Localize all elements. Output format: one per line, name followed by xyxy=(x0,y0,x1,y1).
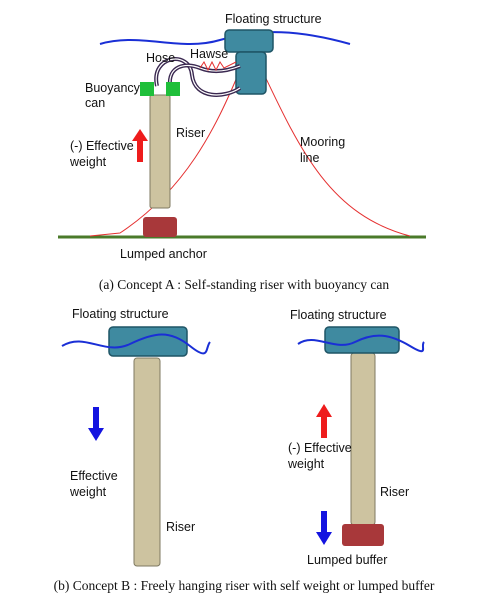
lumped-anchor xyxy=(143,217,177,237)
effective-weight-up-arrow-a xyxy=(132,129,148,162)
riser-label-b-right: Riser xyxy=(380,485,409,499)
floating-structure-b-left xyxy=(108,326,188,357)
effective-weight-label-a-line1: (-) Effective xyxy=(70,139,134,153)
effective-weight-label-b-right-line2: weight xyxy=(287,457,325,471)
floating-structure-label-b-right: Floating structure xyxy=(290,308,387,322)
effective-weight-down-arrow-b-left xyxy=(88,407,104,441)
effective-weight-label-a-line2: weight xyxy=(69,155,107,169)
riser-b-left xyxy=(133,357,161,567)
buoyancy-can-label-line2: can xyxy=(85,96,105,110)
concept-b-right-panel: Floating structure (-) Effective weight … xyxy=(287,308,425,567)
mooring-line-right xyxy=(261,69,411,237)
mooring-line-label-line2: line xyxy=(300,151,320,165)
effective-weight-label-b-left-line1: Effective xyxy=(70,469,118,483)
effective-weight-label-b-left-line2: weight xyxy=(69,485,107,499)
effective-weight-label-b-right-line1: (-) Effective xyxy=(288,441,352,455)
concept-b-left-panel: Floating structure Effective weight Rise… xyxy=(61,307,211,567)
lumped-buffer-label: Lumped buffer xyxy=(307,553,387,567)
buoyancy-can-right xyxy=(166,82,180,96)
floating-structure-label-b-left: Floating structure xyxy=(72,307,169,321)
hawser-line xyxy=(199,60,237,72)
mooring-line-label-line1: Mooring xyxy=(300,135,345,149)
floating-structure-a xyxy=(224,29,274,53)
buoyancy-can-label-line1: Buoyancy xyxy=(85,81,141,95)
floating-structure-label-a: Floating structure xyxy=(225,12,322,26)
hose-label: Hose xyxy=(146,51,175,65)
hose-inner xyxy=(155,58,241,96)
riser-label-b-left: Riser xyxy=(166,520,195,534)
lumped-buffer xyxy=(342,524,384,546)
buoyancy-can-left xyxy=(140,82,154,96)
hawser-label: Hawse xyxy=(190,47,228,61)
riser-b-right xyxy=(350,352,376,526)
riser-a xyxy=(149,94,171,209)
buffer-down-arrow-b-right xyxy=(316,511,332,545)
water-surface-b-right xyxy=(297,334,425,353)
water-surface-b-left xyxy=(61,333,211,355)
hose-upper xyxy=(167,63,241,87)
caption-b: (b) Concept B : Freely hanging riser wit… xyxy=(54,578,435,593)
effective-weight-up-arrow-b-right xyxy=(316,404,332,438)
riser-label-a: Riser xyxy=(176,126,205,140)
concept-a-panel: Floating structure Hose Hawse Buoyancy c… xyxy=(58,12,426,292)
caption-a: (a) Concept A : Self-standing riser with… xyxy=(99,277,389,292)
turret-a xyxy=(235,51,267,95)
water-surface-a xyxy=(99,31,351,45)
lumped-anchor-label: Lumped anchor xyxy=(120,247,207,261)
